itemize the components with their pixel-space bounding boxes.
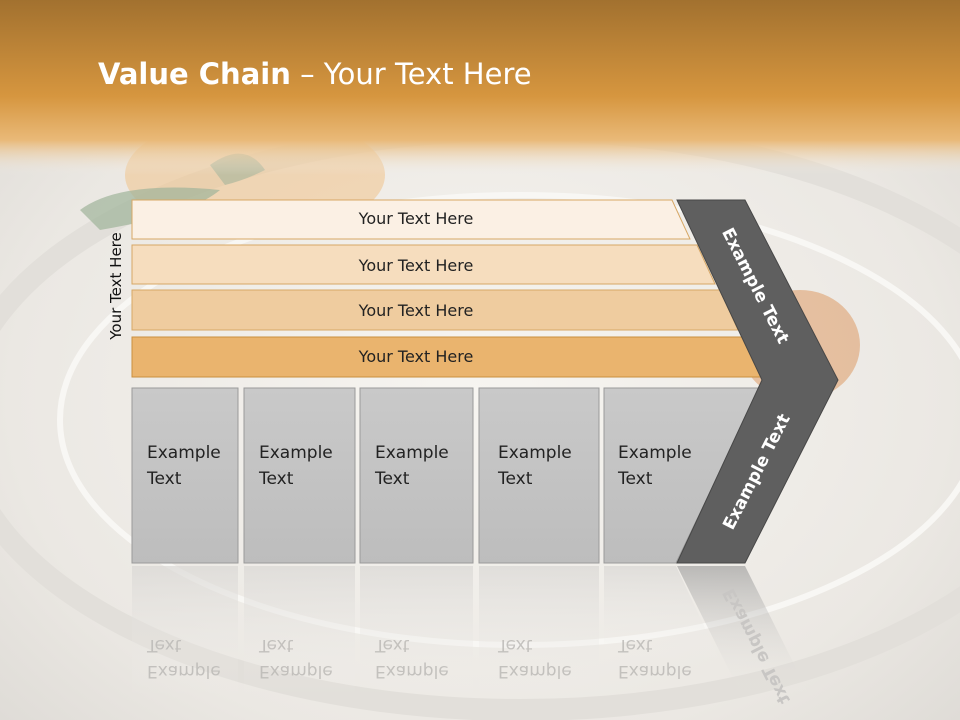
box-5-reflection-line2: Text (618, 635, 653, 655)
box-4-line1: Example (498, 443, 572, 463)
box-2-reflection-line2: Text (259, 635, 294, 655)
box-3-reflection-line2: Text (375, 635, 410, 655)
box-2-line1: Example (259, 443, 333, 463)
title-rest: – Your Text Here (290, 57, 532, 91)
bar-2-label: Your Text Here (358, 256, 474, 275)
bar-4-label: Your Text Here (358, 347, 474, 366)
box-5-text: Example Text (618, 440, 692, 492)
title-bold: Value Chain (98, 57, 291, 91)
box-2-reflection-line1: Example (259, 661, 333, 681)
slide-title: Value Chain – Your Text Here (98, 52, 532, 96)
box-4-reflection: Example Text (498, 632, 572, 684)
box-4-reflection-line1: Example (498, 661, 572, 681)
box-4-text: Example Text (498, 440, 572, 492)
box-3-reflection-line1: Example (375, 661, 449, 681)
box-1-line2: Text (147, 469, 182, 489)
box-3-text: Example Text (375, 440, 449, 492)
box-1-reflection-line2: Text (147, 635, 182, 655)
box-3-line1: Example (375, 443, 449, 463)
box-5-line2: Text (618, 469, 653, 489)
bar-3-label: Your Text Here (358, 301, 474, 320)
bar-1-label: Your Text Here (358, 209, 474, 228)
box-5-reflection: Example Text (618, 632, 692, 684)
box-2-reflection: Example Text (259, 632, 333, 684)
box-5-reflection-line1: Example (618, 661, 692, 681)
box-3-line2: Text (375, 469, 410, 489)
box-3-reflection: Example Text (375, 632, 449, 684)
box-1-reflection-line1: Example (147, 661, 221, 681)
box-1-text: Example Text (147, 440, 221, 492)
box-4-line2: Text (498, 469, 533, 489)
side-label: Your Text Here (107, 232, 125, 340)
box-4-reflection-line2: Text (498, 635, 533, 655)
box-5-line1: Example (618, 443, 692, 463)
box-1-line1: Example (147, 443, 221, 463)
box-2-text: Example Text (259, 440, 333, 492)
box-1-reflection: Example Text (147, 632, 221, 684)
box-2-line2: Text (259, 469, 294, 489)
